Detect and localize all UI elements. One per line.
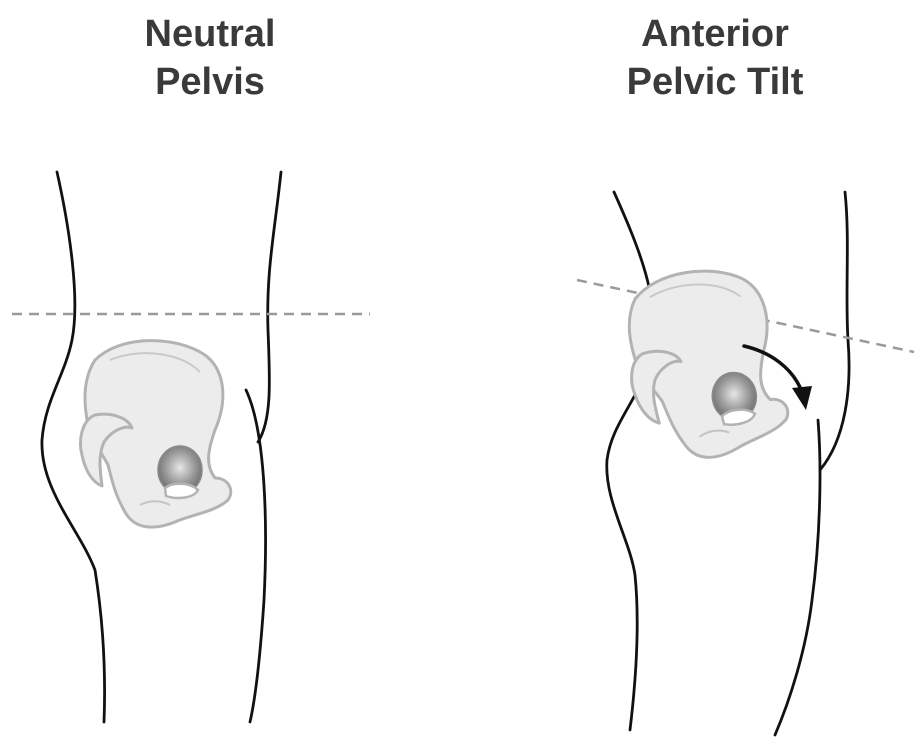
neutral-body-front-outline — [258, 172, 281, 442]
neutral-pelvis-bone — [81, 341, 231, 528]
tilted-body-front-outline — [820, 192, 849, 470]
tilted-pelvis-bone — [618, 261, 793, 467]
neutral-thigh-front-outline — [246, 390, 266, 722]
tilted-thigh-front-outline — [775, 420, 820, 735]
tilted-body-back-outline — [607, 192, 654, 730]
